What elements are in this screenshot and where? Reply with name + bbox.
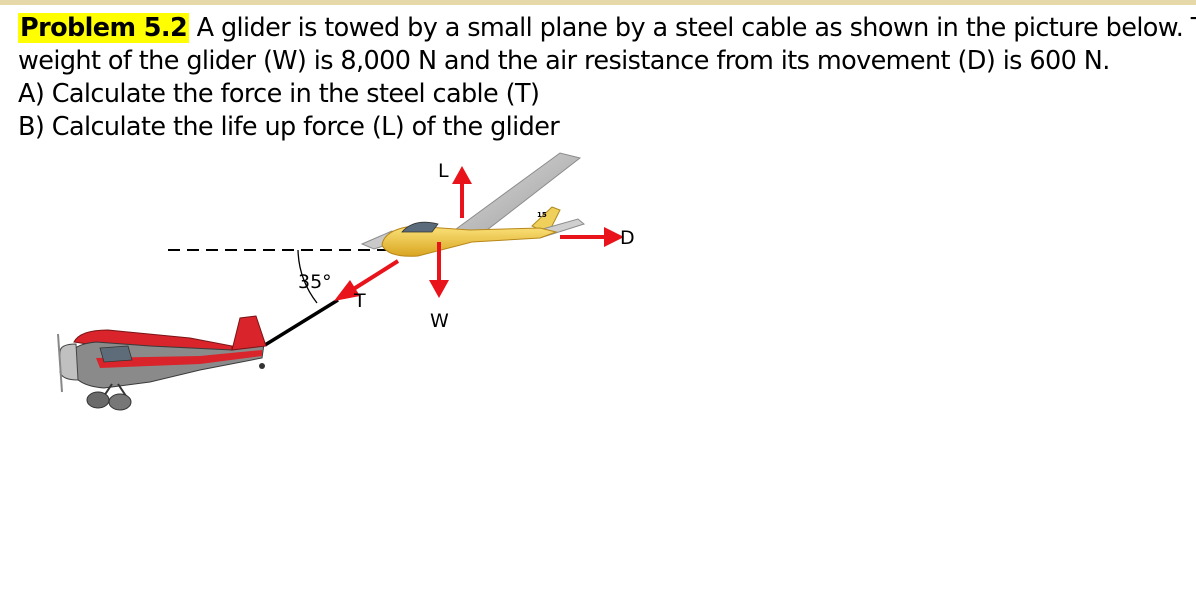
lift-arrow <box>452 166 472 218</box>
problem-number: Problem 5.2 <box>18 13 190 43</box>
tension-label: T <box>353 290 366 312</box>
drag-label: D <box>620 227 635 249</box>
plane-tail-fin <box>231 315 267 351</box>
weight-label: W <box>430 310 449 332</box>
top-border <box>0 0 1196 5</box>
tow-cable <box>264 298 339 347</box>
lift-label: L <box>438 160 449 182</box>
problem-text: Problem 5.2 A glider is towed by a small… <box>18 12 1196 144</box>
glider-fuselage <box>381 225 558 257</box>
glider-number: 15 <box>537 211 547 219</box>
problem-statement-1: A glider is towed by a small plane by a … <box>196 13 1196 43</box>
plane-propeller <box>57 333 63 393</box>
weight-arrow <box>429 242 449 298</box>
plane-wheel-right <box>108 393 132 411</box>
glider: 15 <box>360 152 586 257</box>
plane-stripe <box>96 350 262 368</box>
plane-wheel-left <box>86 391 110 409</box>
problem-line-1: Problem 5.2 A glider is towed by a small… <box>18 12 1196 45</box>
plane-tail-wheel <box>259 363 265 369</box>
problem-statement-2: weight of the glider (W) is 8,000 N and … <box>18 46 1110 76</box>
angle-arc <box>297 249 318 304</box>
plane-window <box>99 345 133 363</box>
angle-label: 35° <box>298 271 332 293</box>
glider-canopy <box>401 221 439 233</box>
tension-arrow <box>334 259 400 301</box>
question-a: A) Calculate the force in the steel cabl… <box>18 79 540 109</box>
drag-arrow <box>560 227 624 247</box>
question-b: B) Calculate the life up force (L) of th… <box>18 112 560 142</box>
tow-plane <box>57 315 267 411</box>
